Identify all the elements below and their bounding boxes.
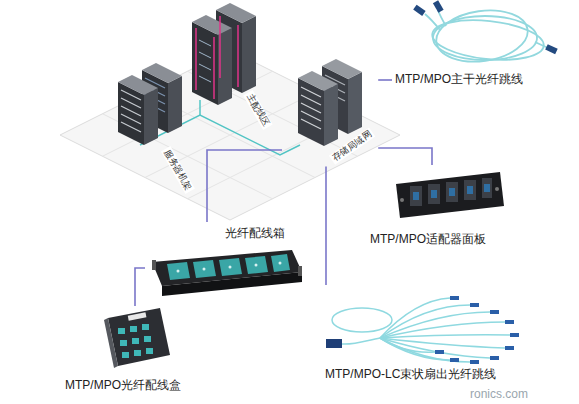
- fiber-link: [325, 167, 327, 286]
- connector: [326, 296, 519, 364]
- product-label: 光纤配线箱: [225, 226, 285, 240]
- distribution-rack: [192, 3, 256, 105]
- fiber-link: [207, 150, 282, 222]
- zone-area: 存储局域网: [282, 60, 378, 166]
- zone-area: 主配线区: [186, 5, 276, 133]
- zone-area: 服务器机架: [110, 55, 200, 197]
- watermark: ronics.com: [470, 387, 528, 401]
- fiber-link: [378, 79, 392, 81]
- adapter-panel: [396, 172, 504, 218]
- zone-label: 服务器机架: [161, 146, 195, 194]
- fiber-cassette: [104, 308, 170, 368]
- zone-label: 存储局域网: [329, 128, 375, 165]
- product-label: MTP/MPO主干光纤跳线: [395, 72, 523, 86]
- fiber-link: [378, 148, 432, 165]
- zone-label: 主配线区: [243, 90, 272, 130]
- product-callout: MTP/MPO主干光纤跳线: [392, 2, 567, 90]
- product-callout: MTP/MPO适配器面板: [368, 165, 528, 250]
- trunk-cable: [425, 5, 548, 67]
- product-label: MTP/MPO-LC束状扇出光纤跳线: [325, 367, 496, 381]
- product-callout: MTP/MPO光纤配线盒: [60, 306, 220, 400]
- distribution-box: [152, 250, 302, 296]
- product-label: MTP/MPO光纤配线盒: [65, 378, 181, 392]
- server-rack: [118, 63, 182, 145]
- product-label: MTP/MPO适配器面板: [370, 232, 486, 246]
- fiber-link: [135, 268, 145, 306]
- storage-rack: [298, 59, 362, 146]
- product-callout: 光纤配线箱: [145, 222, 310, 304]
- connector: [413, 0, 558, 54]
- product-callout: MTP/MPO-LC束状扇出光纤跳线: [320, 285, 545, 385]
- fanout-cable: [332, 298, 510, 362]
